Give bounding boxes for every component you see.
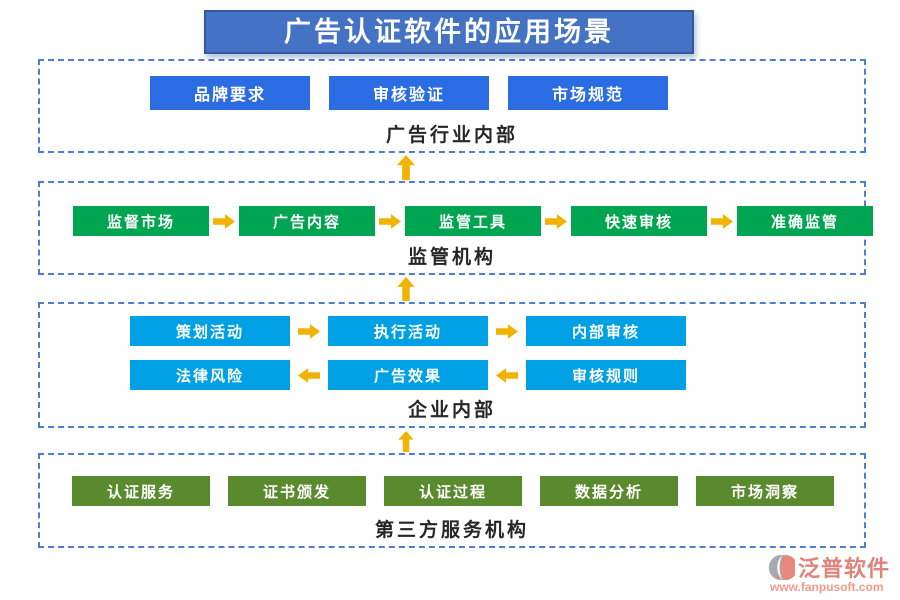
- arrow-right-icon: [298, 323, 320, 339]
- arrow-right-icon: [545, 213, 567, 229]
- brand-url: www.fanpusoft.com: [769, 580, 884, 594]
- section-label-enterprise: 企业内部: [407, 400, 496, 421]
- node-market-insight: 市场洞察: [696, 476, 834, 506]
- arrow-up-icon: [396, 155, 416, 180]
- arrow-right-icon: [213, 213, 235, 229]
- arrow-right-icon: [379, 213, 401, 229]
- node-review-verification: 审核验证: [329, 76, 489, 110]
- node-legal-risk: 法律风险: [130, 360, 290, 390]
- section-ad-industry: 品牌要求 审核验证 市场规范 广告行业内部: [38, 59, 866, 153]
- brand-name: 泛普软件: [797, 556, 890, 581]
- node-certificate-issuance: 证书颁发: [228, 476, 366, 506]
- arrow-left-icon: [496, 367, 518, 383]
- section-regulators-row: 监督市场 广告内容 监管工具 快速审核 准确监管: [40, 206, 873, 236]
- node-certification-service: 认证服务: [72, 476, 210, 506]
- section-enterprise-row-bottom: 法律风险 广告效果 审核规则: [40, 360, 864, 390]
- node-accurate-regulation: 准确监管: [737, 206, 873, 236]
- section-enterprise: 策划活动 执行活动 内部审核 法律风险 广告效果 审核规则 企业内部: [38, 302, 866, 428]
- brand-row: 泛普软件: [768, 551, 890, 583]
- arrow-up-icon: [397, 277, 415, 301]
- arrow-right-icon: [711, 213, 733, 229]
- arrow-left-icon: [298, 367, 320, 383]
- node-fast-review: 快速审核: [571, 206, 707, 236]
- node-ad-content: 广告内容: [239, 206, 375, 236]
- section-third-party: 认证服务 证书颁发 认证过程 数据分析 市场洞察 第三方服务机构: [38, 453, 866, 548]
- node-internal-review: 内部审核: [526, 316, 686, 346]
- node-execute-activities: 执行活动: [328, 316, 488, 346]
- section-regulators: 监督市场 广告内容 监管工具 快速审核 准确监管 监管机构: [38, 181, 873, 275]
- diagram-title: 广告认证软件的应用场景: [204, 10, 694, 54]
- node-market-standards: 市场规范: [508, 76, 668, 110]
- node-brand-requirements: 品牌要求: [150, 76, 310, 110]
- arrow-up-icon: [398, 431, 414, 452]
- node-supervise-market: 监督市场: [73, 206, 209, 236]
- section-enterprise-row-top: 策划活动 执行活动 内部审核: [40, 316, 864, 346]
- section-third-party-row: 认证服务 证书颁发 认证过程 数据分析 市场洞察: [40, 476, 864, 506]
- node-review-rules: 审核规则: [526, 360, 686, 390]
- node-data-analysis: 数据分析: [540, 476, 678, 506]
- arrow-right-icon: [496, 323, 518, 339]
- section-label-third-party: 第三方服务机构: [374, 520, 529, 541]
- node-regulatory-tools: 监管工具: [405, 206, 541, 236]
- node-ad-effect: 广告效果: [328, 360, 488, 390]
- node-certification-process: 认证过程: [384, 476, 522, 506]
- brand-watermark: 泛普软件 www.fanpusoft.com: [768, 551, 890, 594]
- fanpu-logo-icon: [768, 554, 795, 580]
- section-ad-industry-row: 品牌要求 审核验证 市场规范: [40, 76, 864, 110]
- node-plan-activities: 策划活动: [130, 316, 290, 346]
- section-label-regulators: 监管机构: [407, 247, 496, 268]
- section-label-ad-industry: 广告行业内部: [385, 125, 518, 146]
